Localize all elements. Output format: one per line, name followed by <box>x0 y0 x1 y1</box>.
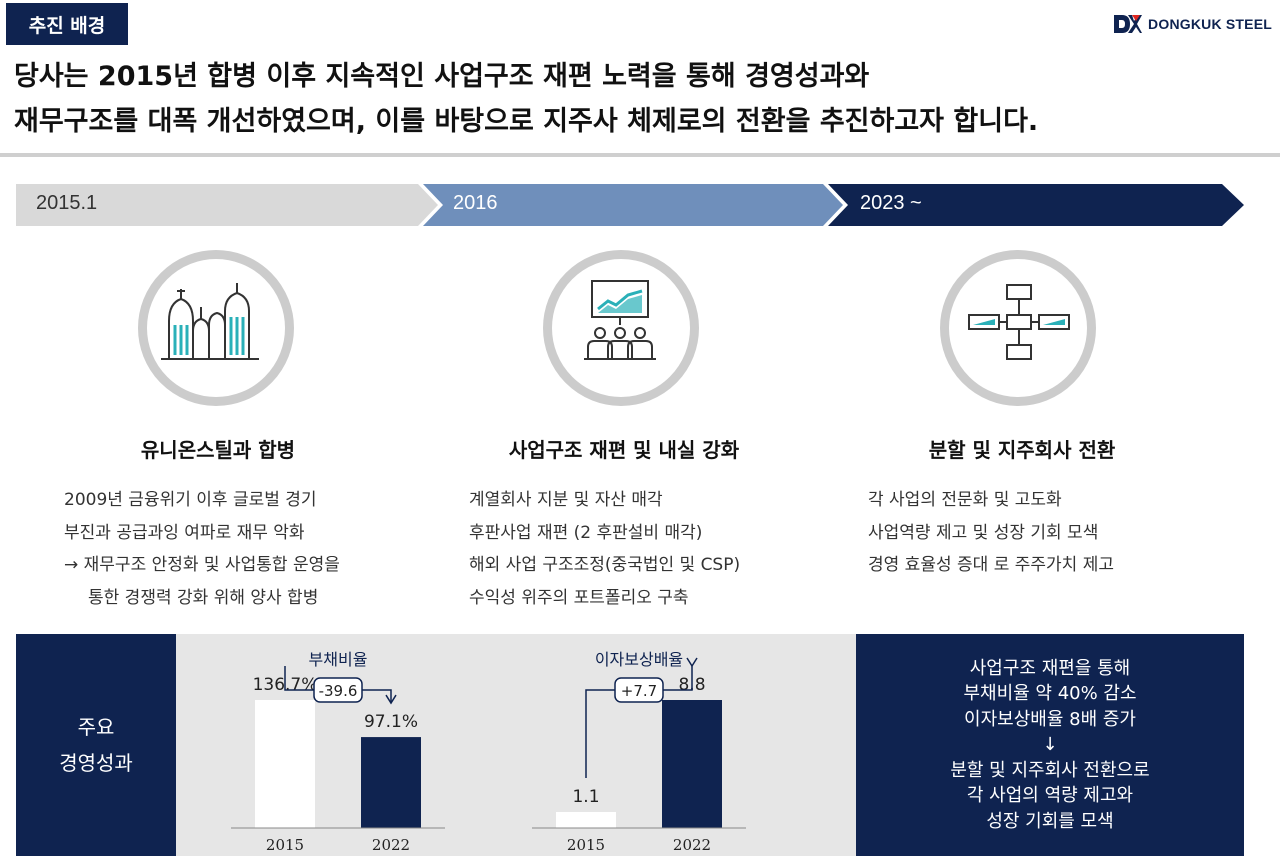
summary-line: 이자보상배율 8배 증가 <box>964 708 1136 730</box>
column-title-holding: 분할 및 지주회사 전환 <box>928 438 1116 462</box>
chart-change-label: -39.6 <box>319 682 358 700</box>
text-line: 2009년 금융위기 이후 글로벌 경기 <box>64 490 317 510</box>
summary-line: 사업구조 재편을 통해 <box>969 657 1131 679</box>
performance-label-line-1: 주요 <box>77 715 115 739</box>
text-line: 사업역량 제고 및 성장 기회 모색 <box>868 522 1099 543</box>
chart-category-label: 2015 <box>567 836 605 854</box>
column-text-merger: 2009년 금융위기 이후 글로벌 경기 부진과 공급과잉 여파로 재무 악화 … <box>64 484 340 614</box>
text-line: 해외 사업 구조조정(중국법인 및 CSP) <box>469 555 741 575</box>
chart-category-label: 2022 <box>673 836 711 854</box>
column-title-merger: 유니온스틸과 합병 <box>140 438 296 462</box>
brand-name: DONGKUK STEEL <box>1148 16 1272 32</box>
chart-value-label: 97.1% <box>364 712 418 732</box>
summary-line: 분할 및 지주회사 전환으로 <box>950 759 1150 781</box>
headline-line-2: 재무구조를 대폭 개선하였으며, 이를 바탕으로 지주사 체제로의 전환을 추진… <box>14 106 1039 137</box>
org-chart-icon <box>940 250 1096 406</box>
summary-line: 부채비율 약 40% 감소 <box>963 683 1137 705</box>
headline-divider <box>0 153 1280 157</box>
text-line: 수익성 위주의 포트폴리오 구축 <box>469 587 689 608</box>
text-line: 통한 경쟁력 강화 위해 양사 합병 <box>88 587 319 608</box>
city-buildings-icon <box>138 250 294 406</box>
text-line: → 재무구조 안정화 및 사업통합 운영을 <box>64 555 340 575</box>
chart-title: 부채비율 <box>309 650 368 669</box>
chart-change-arrowhead <box>385 694 397 705</box>
timeline: 2015.1 2016 2023 ~ <box>0 184 1280 226</box>
summary-arrow: ↓ <box>1042 734 1058 756</box>
chart-change-badge <box>614 677 664 703</box>
timeline-arrow-2015 <box>16 184 438 226</box>
text-line: 각 사업의 전문화 및 고도화 <box>868 490 1062 510</box>
timeline-label-2016: 2016 <box>453 192 498 214</box>
chart-change-badge <box>313 677 363 703</box>
dongkuk-logo-icon <box>1114 15 1143 33</box>
performance-label-line-2: 경영성과 <box>59 751 133 775</box>
chart-value-label: 1.1 <box>572 787 599 807</box>
presentation-meeting-icon <box>543 250 699 406</box>
timeline-arrows <box>16 184 1244 226</box>
text-line: 계열회사 지분 및 자산 매각 <box>469 490 663 510</box>
chart-bar-2015 <box>255 700 315 828</box>
column-text-restructuring: 계열회사 지분 및 자산 매각 후판사업 재편 (2 후판설비 매각) 해외 사… <box>469 484 740 614</box>
chart-category-label: 2022 <box>372 836 410 854</box>
performance-summary: 사업구조 재편을 통해 부채비율 약 40% 감소 이자보상배율 8배 증가 ↓… <box>856 634 1244 856</box>
performance-label: 주요 경영성과 <box>16 634 176 856</box>
chart-title: 이자보상배율 <box>595 650 683 669</box>
section-tag: 추진 배경 <box>6 3 128 45</box>
text-line: 경영 효율성 증대 로 주주가치 제고 <box>868 555 1114 575</box>
text-line: 부진과 공급과잉 여파로 재무 악화 <box>64 522 305 543</box>
chart-bar-2015 <box>556 812 616 828</box>
chart-change-arrowhead <box>686 657 698 668</box>
column-text-holding: 각 사업의 전문화 및 고도화 사업역량 제고 및 성장 기회 모색 경영 효율… <box>868 484 1114 582</box>
summary-line: 각 사업의 역량 제고와 <box>966 785 1134 807</box>
chart-category-label: 2015 <box>266 836 304 854</box>
text-line: 후판사업 재편 (2 후판설비 매각) <box>469 522 703 543</box>
performance-charts-svg: 부채비율136.7%201597.1%2022-39.6이자보상배율1.1201… <box>231 650 746 854</box>
timeline-label-2015: 2015.1 <box>36 192 98 214</box>
timeline-arrow-2016 <box>423 184 843 226</box>
summary-line: 성장 기회를 모색 <box>986 810 1114 832</box>
timeline-label-2023: 2023 ~ <box>860 192 922 214</box>
chart-bar-2022 <box>361 737 421 828</box>
page-headline: 당사는 2015년 합병 이후 지속적인 사업구조 재편 노력을 통해 경영성과… <box>14 54 1274 144</box>
headline-line-1: 당사는 2015년 합병 이후 지속적인 사업구조 재편 노력을 통해 경영성과… <box>14 61 870 92</box>
timeline-arrow-2023 <box>828 184 1244 226</box>
column-title-restructuring: 사업구조 재편 및 내실 강화 <box>508 438 740 462</box>
brand-logo: DONGKUK STEEL <box>1112 12 1272 36</box>
chart-change-label: +7.7 <box>621 682 657 700</box>
chart-bar-2022 <box>662 700 722 828</box>
